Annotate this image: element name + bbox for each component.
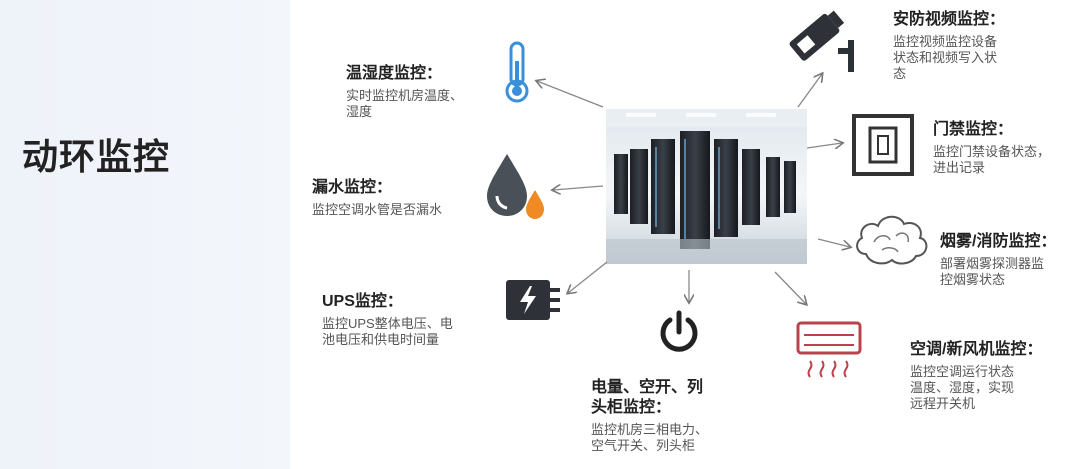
temperature-desc-line2: 湿度: [346, 104, 373, 119]
water-drop-icon: [485, 152, 549, 227]
aircon-desc: 监控空调运行状态 温度、湿度，实现 远程开关机: [910, 364, 1042, 412]
water-monitor-label: 漏水监控： 监控空调水管是否漏水: [312, 178, 442, 218]
smoke-title: 烟雾/消防监控：: [940, 233, 1057, 250]
security-title: 安防视频监控：: [893, 11, 1006, 28]
aircon-title: 空调/新风机监控：: [910, 341, 1043, 358]
battery-icon: [504, 278, 564, 327]
smoke-desc-line1: 部署烟雾探测器监: [940, 256, 1045, 271]
access-desc-line2: 进出记录: [933, 160, 986, 175]
temperature-title: 温湿度监控：: [346, 65, 443, 82]
access-desc-line1: 监控门禁设备状态，: [933, 144, 1051, 159]
temperature-desc: 实时监控机房温度、 湿度: [346, 88, 463, 120]
left-panel: 动环监控: [0, 0, 290, 469]
security-desc: 监控视频监控设备 状态和视频写入状 态: [893, 34, 1005, 82]
ups-title: UPS监控：: [322, 293, 403, 310]
aircon-desc-line3: 远程开关机: [910, 396, 976, 411]
power-icon: [657, 310, 701, 359]
smoke-desc: 部署烟雾探测器监 控烟雾状态: [940, 256, 1056, 288]
security-monitor-label: 安防视频监控： 监控视频监控设备 状态和视频写入状 态: [893, 10, 1005, 82]
smoke-cloud-icon: [852, 210, 932, 275]
ups-desc-line1: 监控UPS整体电压、电: [322, 316, 453, 331]
aircon-monitor-label: 空调/新风机监控： 监控空调运行状态 温度、湿度，实现 远程开关机: [910, 340, 1042, 412]
power-desc: 监控机房三相电力、 空气开关、列头柜: [591, 422, 708, 454]
cctv-camera-icon: [786, 6, 862, 79]
water-desc: 监控空调水管是否漏水: [312, 202, 443, 217]
aircon-desc-line1: 监控空调运行状态: [910, 364, 1015, 379]
ups-monitor-label: UPS监控： 监控UPS整体电压、电 池电压和供电时间量: [322, 292, 453, 348]
temperature-desc-line1: 实时监控机房温度、: [346, 88, 464, 103]
security-desc-line2: 状态和视频写入状: [893, 50, 998, 65]
temperature-monitor-label: 温湿度监控： 实时监控机房温度、 湿度: [346, 64, 463, 120]
page-title: 动环监控: [22, 136, 171, 177]
door-access-icon: [852, 114, 914, 181]
power-monitor-label: 电量、空开、列 头柜监控： 监控机房三相电力、 空气开关、列头柜: [591, 378, 708, 454]
power-title-line1: 电量、空开、列: [591, 379, 704, 396]
smoke-monitor-label: 烟雾/消防监控： 部署烟雾探测器监 控烟雾状态: [940, 232, 1056, 288]
power-title-line2: 头柜监控：: [591, 399, 672, 416]
ups-desc: 监控UPS整体电压、电 池电压和供电时间量: [322, 316, 453, 348]
smoke-desc-line2: 控烟雾状态: [940, 272, 1006, 287]
security-desc-line3: 态: [893, 66, 907, 81]
access-monitor-label: 门禁监控： 监控门禁设备状态， 进出记录: [933, 120, 1050, 176]
security-desc-line1: 监控视频监控设备: [893, 34, 998, 49]
air-conditioner-icon: [796, 321, 862, 386]
power-desc-line1: 监控机房三相电力、: [591, 422, 709, 437]
access-desc: 监控门禁设备状态， 进出记录: [933, 144, 1050, 176]
water-title: 漏水监控：: [312, 179, 393, 196]
power-desc-line2: 空气开关、列头柜: [591, 438, 696, 453]
server-room-image: [606, 109, 807, 264]
ups-desc-line2: 池电压和供电时间量: [322, 332, 440, 347]
thermometer-icon: [501, 41, 533, 110]
access-title: 门禁监控：: [933, 121, 1014, 138]
aircon-desc-line2: 温度、湿度，实现: [910, 380, 1015, 395]
